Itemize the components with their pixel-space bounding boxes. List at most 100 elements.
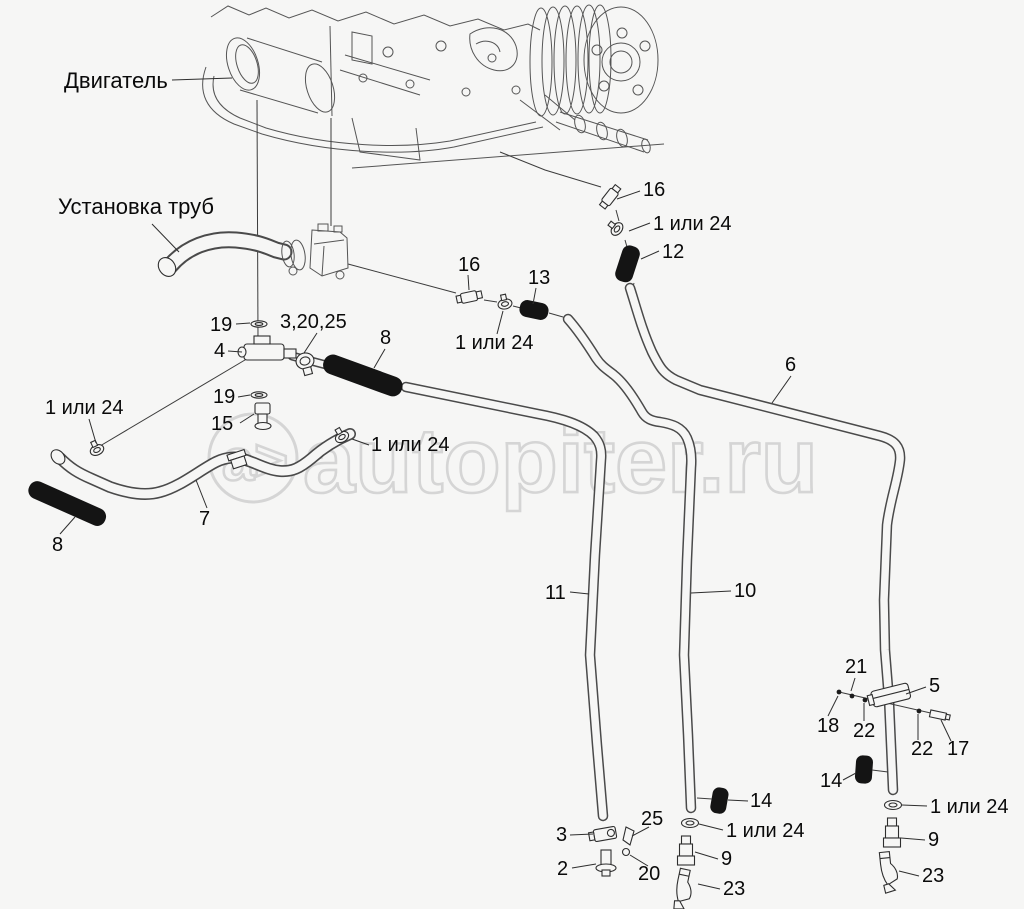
callout-7: 7 xyxy=(195,479,210,530)
svg-text:15: 15 xyxy=(211,413,233,435)
callout-8-middle: 8 xyxy=(373,327,391,369)
sleeve-13 xyxy=(519,300,549,320)
banjo-bolt-2 xyxy=(595,849,617,877)
sleeve14-mid-link xyxy=(696,797,713,800)
svg-text:9: 9 xyxy=(928,829,939,851)
fittings xyxy=(86,183,951,909)
mid-axis-segments xyxy=(347,263,564,318)
svg-text:10: 10 xyxy=(734,580,756,602)
callout-12: 12 xyxy=(640,241,684,263)
clamp-1-or-24-left xyxy=(86,437,107,459)
watermark: a> autopiter.ru xyxy=(207,409,819,513)
callouts: Двигатель Установка труб 16 1 или 24 12 … xyxy=(45,68,1009,900)
pipe-installation-label: Установка труб xyxy=(58,194,214,219)
svg-text:17: 17 xyxy=(947,738,969,760)
svg-text:23: 23 xyxy=(922,865,944,887)
callout-23-right: 23 xyxy=(898,865,944,887)
ring-1-or-24-right xyxy=(883,799,903,811)
fitting-16-top xyxy=(597,183,623,211)
engine-label: Двигатель xyxy=(64,68,168,93)
svg-text:13: 13 xyxy=(528,267,550,289)
fitting-15 xyxy=(254,402,272,431)
svg-text:16: 16 xyxy=(643,179,665,201)
callout-15: 15 xyxy=(211,413,255,435)
pipes xyxy=(50,231,906,822)
callout-2: 2 xyxy=(557,858,597,880)
nozzle-body-9-right xyxy=(882,817,902,848)
bolt-17 xyxy=(928,709,951,721)
svg-text:25: 25 xyxy=(641,808,663,830)
tee-to-clamp-line xyxy=(99,356,251,447)
tee-fitting-4 xyxy=(237,335,297,361)
svg-text:1 или 24: 1 или 24 xyxy=(455,332,534,354)
callout-18: 18 xyxy=(817,695,839,737)
svg-text:14: 14 xyxy=(820,770,842,792)
callout-engine: Двигатель xyxy=(64,68,233,93)
svg-text:22: 22 xyxy=(911,738,933,760)
callout-1-or-24-middle: 1 или 24 xyxy=(455,310,534,354)
spray-nozzle-23-right xyxy=(878,850,900,894)
callout-13: 13 xyxy=(528,267,550,305)
svg-text:1 или 24: 1 или 24 xyxy=(726,820,805,842)
nozzle-body-9-middle xyxy=(676,835,696,866)
svg-text:6: 6 xyxy=(785,354,796,376)
svg-text:7: 7 xyxy=(199,508,210,530)
watermark-site-text: autopiter.ru xyxy=(303,410,818,512)
washer-19-top xyxy=(250,320,268,328)
svg-text:21: 21 xyxy=(845,656,867,678)
engine-to-fitting16-line xyxy=(499,151,602,188)
clamp-5-assembly xyxy=(836,682,951,721)
rubber-sleeves xyxy=(28,245,873,814)
spray-nozzle-23-middle xyxy=(671,867,697,909)
callout-22-right: 22 xyxy=(911,714,933,760)
svg-text:12: 12 xyxy=(662,241,684,263)
svg-text:3,20,25: 3,20,25 xyxy=(280,311,347,333)
callout-8-left: 8 xyxy=(52,516,76,556)
callout-14-middle: 14 xyxy=(727,790,772,812)
sleeve14-right-link xyxy=(871,769,889,773)
washer-19-bottom xyxy=(250,391,268,399)
callout-1-or-24-bottom: 1 или 24 xyxy=(698,820,805,842)
svg-text:4: 4 xyxy=(214,340,225,362)
engine-illustration xyxy=(202,4,665,169)
clamp-1-or-24-middle xyxy=(495,292,514,311)
callout-5: 5 xyxy=(905,675,940,697)
callout-23-middle: 23 xyxy=(697,878,745,900)
svg-text:8: 8 xyxy=(380,327,391,349)
callout-16-middle: 16 xyxy=(458,254,480,291)
pipe-6 xyxy=(624,282,906,796)
callout-9-right: 9 xyxy=(900,829,939,851)
callout-pipe-installation: Установка труб xyxy=(58,194,214,253)
callout-22-left: 22 xyxy=(853,703,875,742)
callout-11: 11 xyxy=(545,582,590,604)
callout-3-20-25: 3,20,25 xyxy=(280,311,347,354)
watermark-logo-circle xyxy=(207,412,299,504)
svg-text:18: 18 xyxy=(817,715,839,737)
svg-text:16: 16 xyxy=(458,254,480,276)
svg-text:3: 3 xyxy=(556,824,567,846)
svg-text:1 или 24: 1 или 24 xyxy=(45,397,124,419)
svg-text:8: 8 xyxy=(52,534,63,556)
callout-16-top: 16 xyxy=(616,179,665,201)
callout-10: 10 xyxy=(690,580,756,602)
callout-9-middle: 9 xyxy=(694,848,732,870)
callout-3: 3 xyxy=(556,824,594,846)
svg-text:2: 2 xyxy=(557,858,568,880)
callout-19-top: 19 xyxy=(210,314,251,336)
sleeve-8-middle xyxy=(323,354,403,397)
hose-pipe xyxy=(157,231,293,277)
svg-text:9: 9 xyxy=(721,848,732,870)
svg-text:5: 5 xyxy=(929,675,940,697)
clamp-1-or-24-top xyxy=(604,217,626,239)
svg-text:23: 23 xyxy=(723,878,745,900)
ring-1-or-24-middle xyxy=(680,817,700,829)
callout-19-bottom: 19 xyxy=(213,386,251,408)
svg-text:11: 11 xyxy=(545,582,566,604)
callout-1-or-24-left: 1 или 24 xyxy=(45,397,124,444)
svg-text:1 или 24: 1 или 24 xyxy=(371,434,450,456)
svg-text:20: 20 xyxy=(638,863,660,885)
bracket-25 xyxy=(622,826,635,846)
callout-4: 4 xyxy=(214,340,243,362)
